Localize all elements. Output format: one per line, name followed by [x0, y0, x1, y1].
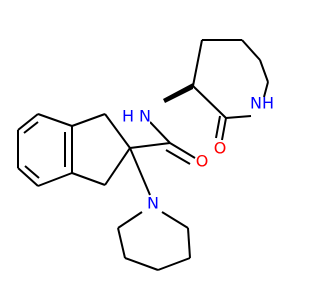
bond-to-piperidine-n	[129, 147, 151, 196]
bond	[117, 227, 126, 259]
lactam-oxygen-label: O	[214, 139, 227, 158]
bond	[187, 227, 191, 259]
bond	[71, 172, 106, 186]
carboxamide-carbonyl-bond	[165, 149, 191, 165]
amide-nh-label: H N	[122, 106, 151, 126]
bond	[37, 172, 73, 187]
piperidine-nitrogen-label: N	[147, 194, 159, 213]
bond-amide-n-to-carbonyl	[149, 121, 171, 144]
bond	[37, 113, 73, 127]
bond	[241, 39, 261, 61]
lactam-nh-label: N H	[250, 94, 274, 113]
bond	[124, 257, 159, 271]
bond	[157, 257, 191, 271]
bond	[161, 211, 189, 229]
bond	[259, 59, 269, 83]
bond	[117, 211, 143, 229]
bond	[17, 113, 39, 131]
bond	[71, 113, 106, 127]
lactam-carbonyl-bond	[215, 115, 221, 139]
bond	[192, 39, 203, 87]
aromatic-inner-bond	[24, 165, 40, 179]
lactam-nitrogen-label: N	[250, 94, 262, 113]
aromatic-inner-bond	[23, 121, 39, 134]
lactam-hydrogen-label: H	[262, 94, 274, 113]
bond	[104, 147, 131, 186]
carboxamide-oxygen-label: O	[196, 152, 209, 171]
amide-hydrogen-label: H	[122, 107, 134, 126]
piperidine-ring	[117, 211, 191, 271]
carboxamide-linkage	[129, 121, 196, 165]
stereo-wedge-bond	[163, 83, 193, 103]
indane-benzene-ring	[17, 113, 73, 187]
molecule-canvas: H N N H O O N	[17, 39, 275, 271]
amide-nitrogen-label: N	[139, 107, 151, 126]
bond	[192, 85, 227, 119]
bond	[104, 113, 131, 149]
azepanone-ring	[192, 39, 269, 141]
molecule-structure: H N N H O O N	[17, 39, 274, 271]
bond-to-lactam-n	[263, 81, 269, 98]
carboxamide-carbonyl-bond	[169, 142, 196, 159]
bond-lactam-n-to-carbonyl	[225, 115, 252, 119]
bond-carbonyl-to-quaternary-c	[129, 142, 171, 149]
lactam-carbonyl-bond	[221, 117, 227, 141]
indane-five-ring	[71, 113, 131, 186]
bond	[17, 167, 39, 187]
